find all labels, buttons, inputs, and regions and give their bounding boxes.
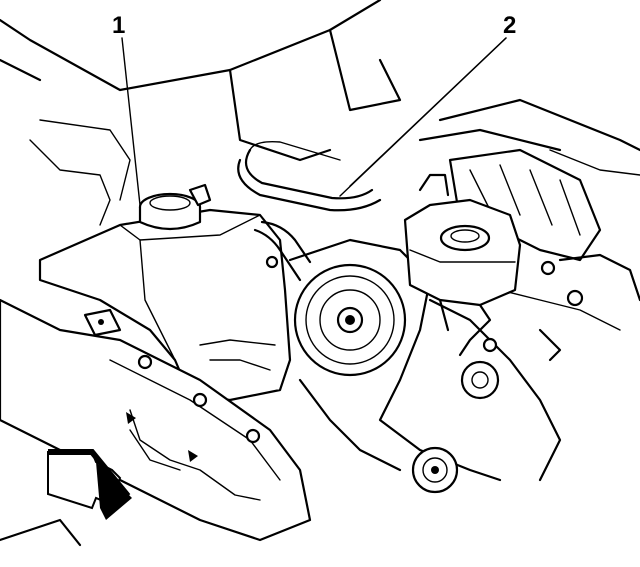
leader-line-1 <box>121 37 141 206</box>
power-steering-reservoir <box>403 173 522 357</box>
callout-number-1: 1 <box>112 12 126 39</box>
callout-leaders <box>121 37 507 206</box>
reservoir-hoses <box>237 140 382 282</box>
accessory-drive <box>288 238 502 494</box>
callout-number-2: 2 <box>503 12 517 39</box>
front-direction-arrow-icon <box>47 449 132 520</box>
radiator-support <box>0 298 312 542</box>
coolant-reservoir <box>38 183 292 402</box>
background-body-panels <box>0 0 640 547</box>
engine-intake-manifold <box>428 148 640 482</box>
